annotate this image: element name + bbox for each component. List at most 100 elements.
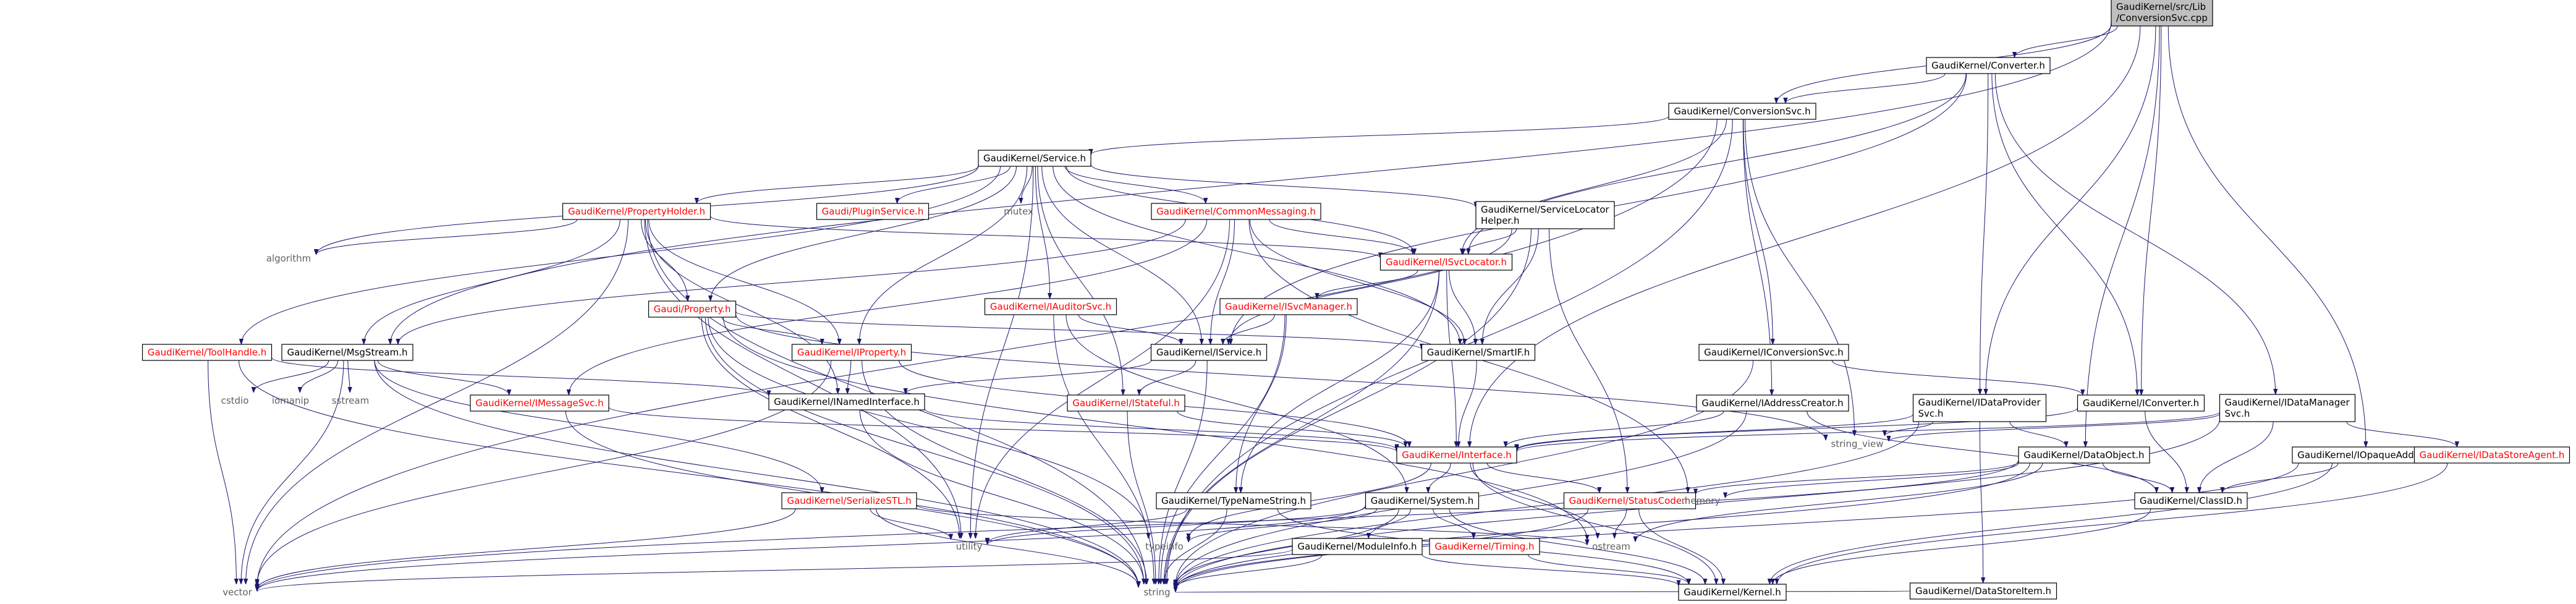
edge-commonmessaging-h-to-iservice-h — [1211, 219, 1235, 344]
node-box — [984, 298, 1117, 315]
node-iservice-h[interactable]: GaudiKernel/IService.h — [1150, 344, 1268, 361]
node-pluginservice-h[interactable]: Gaudi/PluginService.h — [816, 203, 930, 220]
node-label: memory — [1682, 495, 1721, 506]
node-datastoreitem-h[interactable]: GaudiKernel/DataStoreItem.h — [1909, 582, 2057, 600]
node-root[interactable]: GaudiKernel/src/Lib/ConversionSvc.cpp — [2111, 0, 2213, 27]
node-box — [470, 394, 609, 412]
node-commonmessaging-h[interactable]: GaudiKernel/CommonMessaging.h — [1151, 203, 1321, 220]
node-label: typeinfo — [1145, 541, 1184, 552]
node-label: GaudiKernel/IStateful.h — [1072, 398, 1180, 409]
node-converter-h[interactable]: GaudiKernel/Converter.h — [1926, 57, 2051, 74]
node-system-h[interactable]: GaudiKernel/System.h — [1365, 492, 1480, 509]
node-statuscode-h[interactable]: GaudiKernel/StatusCode.h — [1563, 492, 1697, 509]
node-iconversionsvc-h[interactable]: GaudiKernel/IConversionSvc.h — [1698, 344, 1849, 361]
node-msgstream-h[interactable]: GaudiKernel/MsgStream.h — [281, 344, 413, 361]
node-label: sstream — [332, 395, 369, 406]
edge-isvclocator-h-to-typenamestring-h — [1241, 270, 1439, 493]
node-label: GaudiKernel/MsgStream.h — [287, 347, 407, 358]
edge-service-h-to-propertyholder-h — [697, 166, 979, 204]
edge-msgstream-h-to-sstream — [347, 360, 350, 393]
node-label: GaudiKernel/ClassID.h — [2140, 495, 2242, 506]
node-box — [1698, 344, 1849, 361]
node-service-h[interactable]: GaudiKernel/Service.h — [978, 150, 1091, 167]
edge-tooolhandle-h-to-vector — [208, 360, 237, 584]
edge-iconversionsvc-h-to-iconverter-h — [1831, 360, 2083, 396]
node-idatastoreagent-h[interactable]: GaudiKernel/IDataStoreAgent.h — [2413, 446, 2570, 464]
node-iauditorsvc-h[interactable]: GaudiKernel/IAuditorSvc.h — [984, 298, 1117, 315]
node-interface-h[interactable]: GaudiKernel/Interface.h — [1396, 446, 1517, 464]
edge-service-h-to-pluginservice-h — [897, 166, 1010, 204]
edge-commonmessaging-h-to-msgstream-h — [398, 219, 1186, 344]
node-cstdio: cstdio — [221, 395, 249, 406]
node-conversionsvc-h[interactable]: GaudiKernel/ConversionSvc.h — [1668, 103, 1816, 120]
node-box — [978, 150, 1091, 167]
node-label: ostream — [1592, 541, 1630, 552]
edge-conversionsvc-h-to-iconversionsvc-h — [1743, 119, 1773, 344]
node-isvcmanager-h[interactable]: GaudiKernel/ISvcManager.h — [1219, 298, 1358, 315]
node-label: Gaudi/PluginService.h — [822, 206, 924, 217]
edge-timing-h-to-kernel-h — [1527, 554, 1688, 585]
node-mutex: mutex — [1004, 206, 1033, 217]
node-label: GaudiKernel/ModuleInfo.h — [1297, 541, 1417, 552]
edge-service-h-to-iauditorsvc-h — [1035, 166, 1049, 299]
node-timing-h[interactable]: GaudiKernel/Timing.h — [1429, 538, 1540, 555]
node-kernel-h[interactable]: GaudiKernel/Kernel.h — [1678, 584, 1787, 601]
node-moduleinfo-h[interactable]: GaudiKernel/ModuleInfo.h — [1292, 538, 1423, 555]
node-box — [1696, 394, 1849, 412]
edge-property-h-to-string — [705, 317, 1143, 584]
edge-serializestl-h-to-vector — [257, 508, 796, 589]
edge-conversionsvc-h-to-string-view — [1745, 119, 1855, 436]
edge-service-h-to-iproperty-h — [859, 166, 1028, 344]
node-inamedinterface-h[interactable]: GaudiKernel/INamedInterface.h — [768, 393, 925, 410]
node-tooolhandle-h[interactable]: GaudiKernel/ToolHandle.h — [142, 344, 273, 361]
node-label: GaudiKernel/IConversionSvc.h — [1704, 347, 1844, 358]
edge-property-h-to-string-view — [735, 314, 1826, 440]
node-label: GaudiKernel/IProperty.h — [797, 347, 906, 358]
node-box — [1396, 446, 1517, 464]
edge-service-h-to-commonmessaging-h — [1064, 166, 1205, 204]
node-propertyholder-h[interactable]: GaudiKernel/PropertyHolder.h — [562, 203, 711, 220]
edge-dataobject-h-to-statuscode-h — [1696, 461, 2019, 495]
node-iconverter-h[interactable]: GaudiKernel/IConverter.h — [2077, 394, 2205, 412]
edge-statuscode-h-to-ostream — [1614, 508, 1627, 538]
edge-idataprovidersvc-h-to-interface-h — [1517, 414, 1913, 450]
node-serializestl-h[interactable]: GaudiKernel/SerializeSTL.h — [781, 492, 917, 509]
node-classid-h[interactable]: GaudiKernel/ClassID.h — [2134, 492, 2248, 509]
node-box — [2111, 0, 2213, 27]
node-label: GaudiKernel/SmartIF.h — [1427, 347, 1530, 358]
edge-service-h-to-mutex — [1021, 166, 1033, 203]
node-smartif-h[interactable]: GaudiKernel/SmartIF.h — [1421, 344, 1536, 361]
node-label: string_view — [1831, 438, 1883, 450]
node-iproperty-h[interactable]: GaudiKernel/IProperty.h — [791, 344, 912, 361]
node-utility: utility — [956, 541, 983, 552]
edge-dataobject-h-to-vector — [257, 459, 2019, 591]
edge-iauditorsvc-h-to-system-h — [1066, 314, 1407, 493]
node-imessagesvc-h[interactable]: GaudiKernel/IMessageSvc.h — [470, 394, 609, 412]
node-typenamestring-h[interactable]: GaudiKernel/TypeNameString.h — [1156, 492, 1311, 509]
node-label: GaudiKernel/SerializeSTL.h — [787, 495, 911, 506]
node-iaddresscreator-h[interactable]: GaudiKernel/IAddressCreator.h — [1696, 394, 1849, 412]
node-isvclocator-h[interactable]: GaudiKernel/ISvcLocator.h — [1379, 253, 1513, 271]
node-label: GaudiKernel/Converter.h — [1931, 60, 2045, 71]
node-label: GaudiKernel/ConversionSvc.h — [1674, 106, 1810, 117]
node-box — [1151, 203, 1321, 220]
node-istateful-h[interactable]: GaudiKernel/IStateful.h — [1067, 394, 1185, 412]
edge-system-h-to-kernel-h — [1449, 508, 1705, 584]
node-dataobject-h[interactable]: GaudiKernel/DataObject.h — [2018, 446, 2150, 464]
edge-root-to-msgstream-h — [390, 22, 2112, 344]
node-property-h[interactable]: Gaudi/Property.h — [648, 300, 737, 318]
edge-istateful-h-to-interface-h — [1177, 410, 1405, 448]
edge-iauditorsvc-h-to-iservice-h — [1078, 314, 1181, 345]
edge-idataprovidersvc-h-to-datastoreitem-h — [1979, 421, 1983, 583]
node-box — [1475, 201, 1615, 229]
nodes-layer: GaudiKernel/src/Lib/ConversionSvc.cppGau… — [142, 0, 2570, 601]
edge-propertyholder-h-to-algorithm — [316, 219, 578, 255]
node-label: utility — [956, 541, 983, 552]
edge-service-h-to-istateful-h — [1037, 166, 1123, 395]
node-box — [768, 393, 925, 410]
node-string-view: string_view — [1831, 438, 1883, 450]
edge-property-h-to-utility — [701, 317, 960, 538]
